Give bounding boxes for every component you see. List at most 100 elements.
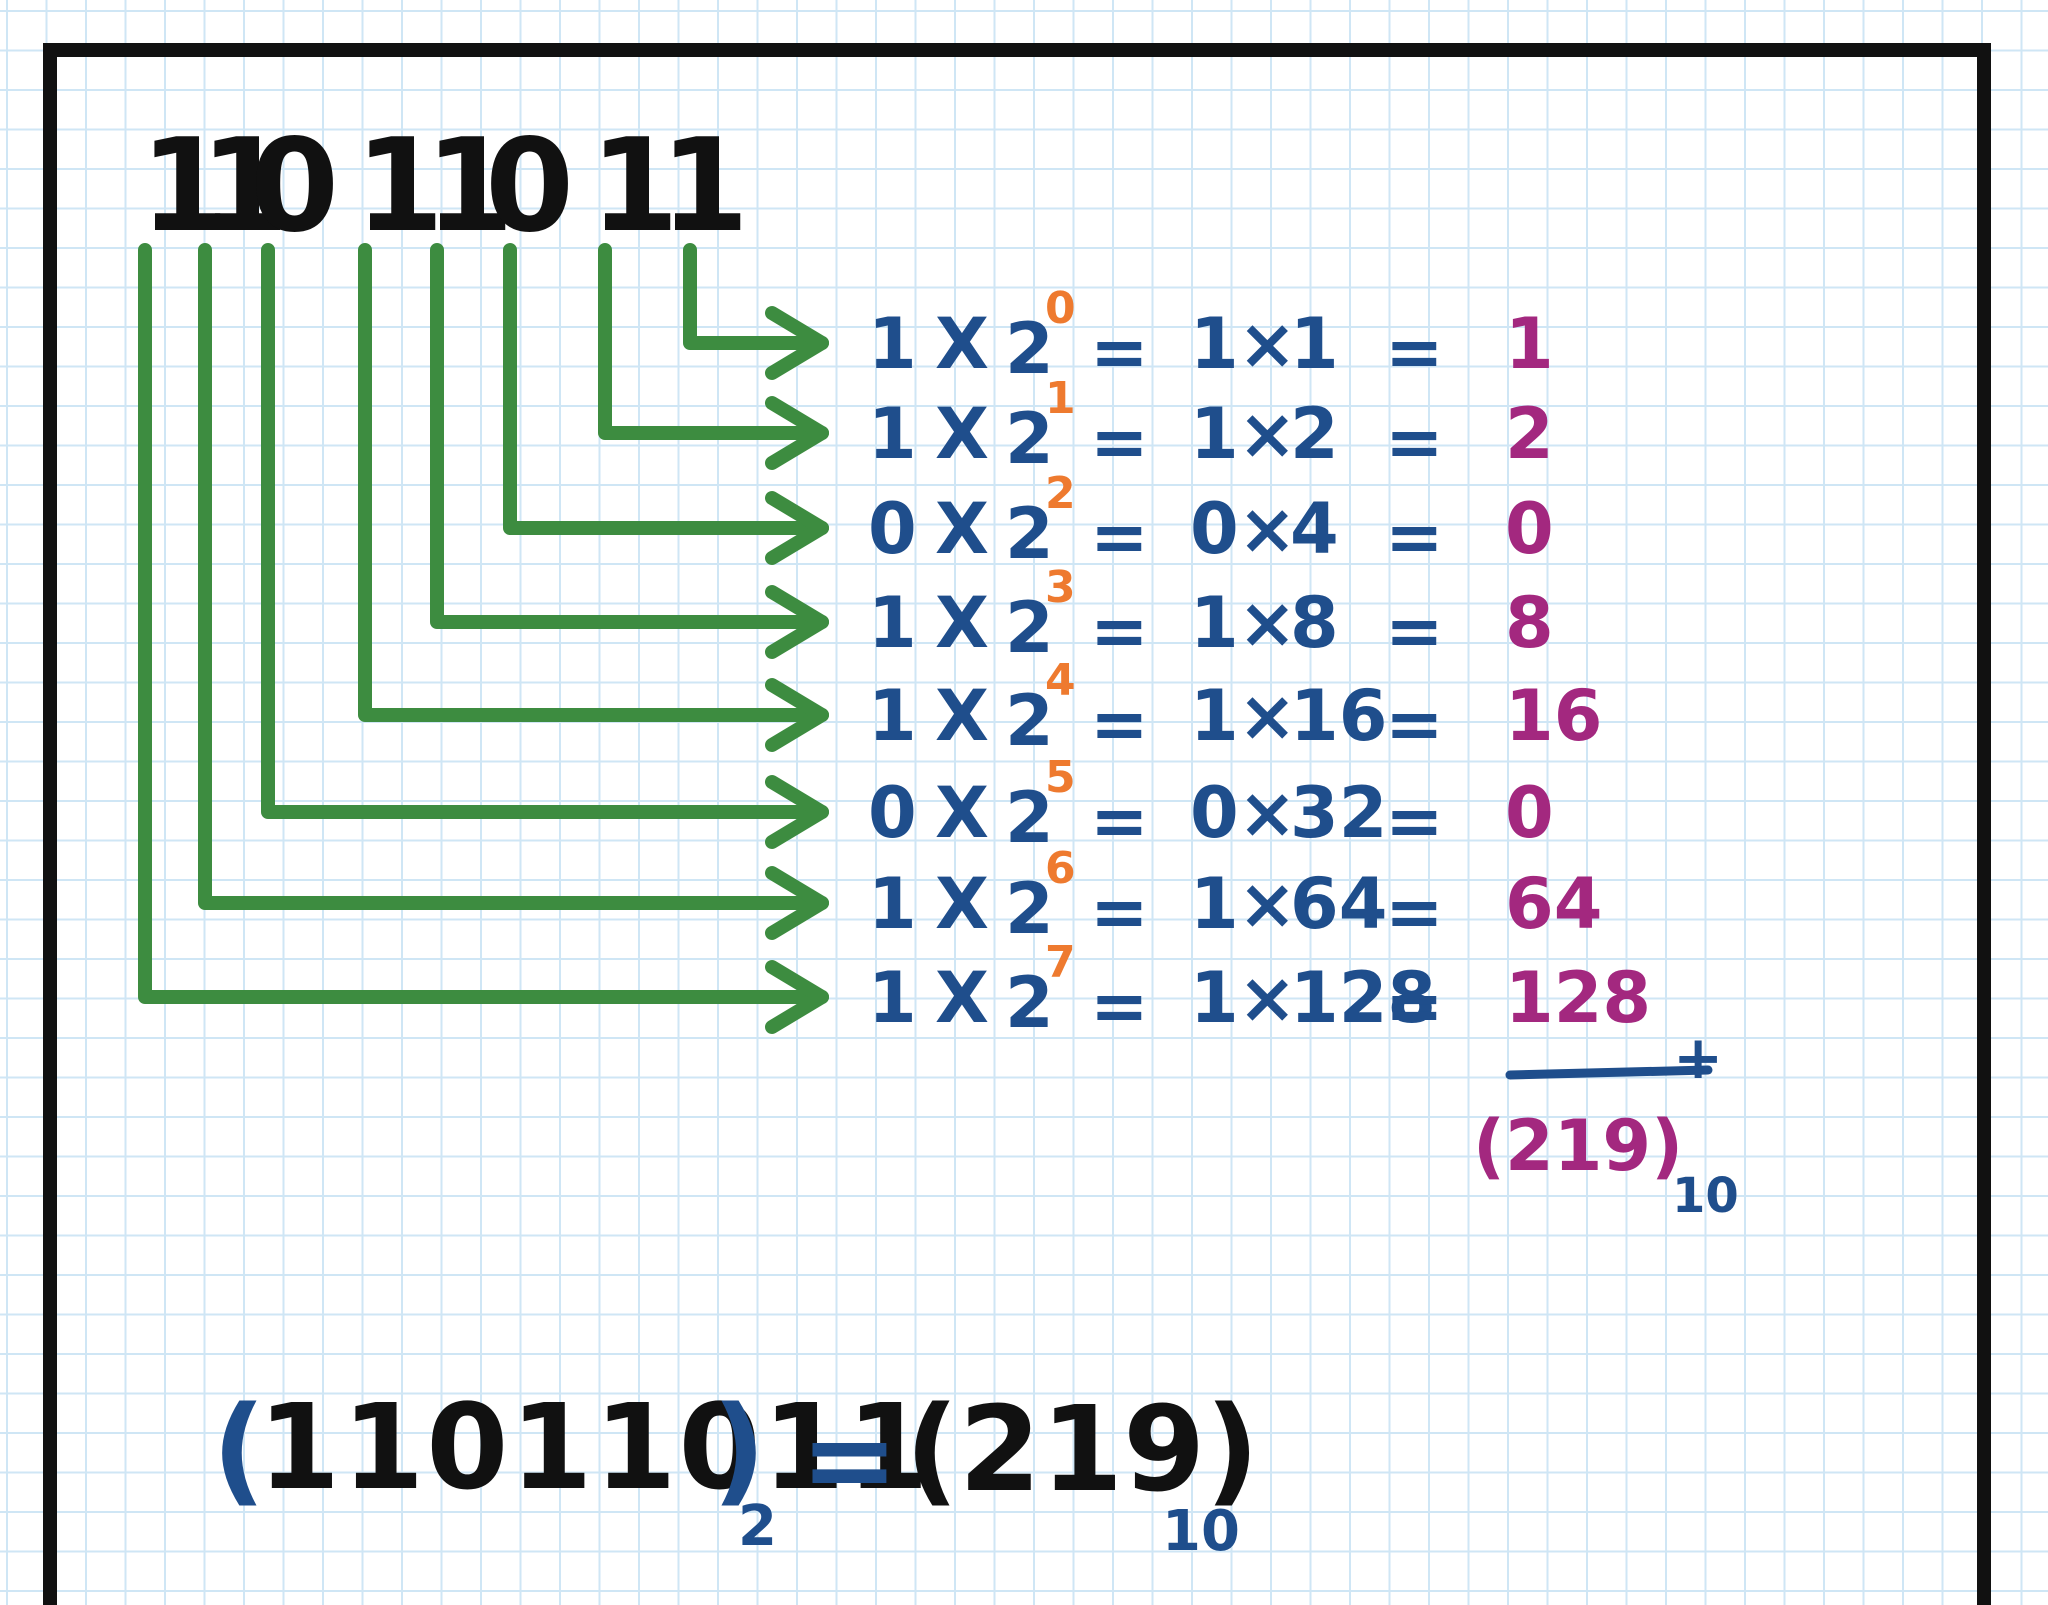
- binary-digit: 0: [250, 112, 342, 261]
- bit-arrow: [598, 243, 829, 440]
- bit-arrow: [683, 243, 829, 350]
- row-base: 2: [1005, 493, 1054, 575]
- row-power-value: 1: [1290, 303, 1339, 385]
- binary-digit: 1: [425, 112, 517, 261]
- row-exponent: 5: [1045, 752, 1076, 803]
- row-bit-again: 1: [1190, 303, 1239, 385]
- row-multiply: ×: [1238, 303, 1297, 385]
- row-bit-again: 0: [1190, 488, 1239, 570]
- row-result: 1: [1505, 303, 1554, 385]
- conclusion-close-paren: ): [712, 1380, 766, 1518]
- row-equals: =: [1090, 401, 1149, 483]
- row-base: 2: [1005, 962, 1054, 1044]
- binary-digit: 0: [485, 112, 577, 261]
- row-times: X: [935, 957, 989, 1039]
- row-equals: =: [1090, 780, 1149, 862]
- row-equals-2: =: [1385, 871, 1444, 953]
- arrowhead: [765, 678, 829, 752]
- row-base: 2: [1005, 680, 1054, 762]
- row-multiply: ×: [1238, 582, 1297, 664]
- row-multiply: ×: [1238, 863, 1297, 945]
- row-equals-2: =: [1385, 401, 1444, 483]
- conclusion-equals: =: [800, 1390, 899, 1528]
- row-times: X: [935, 488, 989, 570]
- conclusion: ( 11011011 ) 2 = (219) 10: [212, 1378, 1259, 1564]
- row-equals-2: =: [1385, 683, 1444, 765]
- row-times: X: [935, 675, 989, 757]
- arrowhead: [765, 306, 829, 380]
- row-bit-again: 1: [1190, 393, 1239, 475]
- sum-line: [1505, 1065, 1713, 1080]
- bit-arrow: [430, 243, 829, 629]
- binary-digit: 1: [590, 112, 682, 261]
- row-times: X: [935, 863, 989, 945]
- row-equals: =: [1090, 311, 1149, 393]
- arrowhead: [765, 396, 829, 470]
- row-equals: =: [1090, 590, 1149, 672]
- row-equals: =: [1090, 871, 1149, 953]
- row-multiply: ×: [1238, 393, 1297, 475]
- arrowhead: [765, 960, 829, 1034]
- binary-digit: 1: [355, 112, 447, 261]
- sum-total: (219): [1473, 1105, 1683, 1187]
- sum-block: + (219) 10: [1473, 1023, 1739, 1224]
- row-exponent: 6: [1045, 843, 1076, 894]
- row-base: 2: [1005, 777, 1054, 859]
- row-result: 8: [1505, 582, 1554, 664]
- row-times: X: [935, 582, 989, 664]
- conclusion-decimal: (219): [905, 1380, 1259, 1518]
- arrowhead: [765, 491, 829, 565]
- row-exponent: 3: [1045, 562, 1076, 613]
- row-times: X: [935, 772, 989, 854]
- row-base: 2: [1005, 587, 1054, 669]
- binary-digit: 1: [140, 112, 232, 261]
- row-result: 0: [1505, 772, 1554, 854]
- arrowhead: [765, 585, 829, 659]
- row-power-value: 8: [1290, 582, 1339, 664]
- row-equals: =: [1090, 683, 1149, 765]
- sum-plus: +: [1673, 1023, 1723, 1093]
- row-equals-2: =: [1385, 496, 1444, 578]
- bit-arrow: [198, 243, 829, 910]
- row-result: 0: [1505, 488, 1554, 570]
- row-power-value: 128: [1290, 957, 1436, 1039]
- row-equals-2: =: [1385, 590, 1444, 672]
- conclusion-open-paren: (: [212, 1380, 266, 1518]
- row-equals: =: [1090, 965, 1149, 1047]
- page-frame: [43, 43, 1991, 1605]
- row-equals-2: =: [1385, 965, 1444, 1047]
- row-exponent: 4: [1045, 655, 1076, 706]
- row-exponent: 2: [1045, 468, 1076, 519]
- row-multiply: ×: [1238, 675, 1297, 757]
- row-power-value: 32: [1290, 772, 1387, 854]
- row-bit: 1: [868, 393, 917, 475]
- row-equals-2: =: [1385, 780, 1444, 862]
- row-times: X: [935, 303, 989, 385]
- row-multiply: ×: [1238, 957, 1297, 1039]
- row-bit: 0: [868, 488, 917, 570]
- row-base: 2: [1005, 398, 1054, 480]
- row-power-value: 2: [1290, 393, 1339, 475]
- row-times: X: [935, 393, 989, 475]
- sum-total-base: 10: [1672, 1168, 1739, 1224]
- row-multiply: ×: [1238, 772, 1297, 854]
- bit-arrow: [138, 243, 829, 1004]
- row-exponent: 7: [1045, 937, 1076, 988]
- row-bit: 0: [868, 772, 917, 854]
- row-bit: 1: [868, 303, 917, 385]
- row-exponent: 0: [1045, 283, 1076, 334]
- row-bit-again: 1: [1190, 675, 1239, 757]
- row-bit: 1: [868, 957, 917, 1039]
- conclusion-decimal-base: 10: [1162, 1499, 1240, 1564]
- row-power-value: 16: [1290, 675, 1387, 757]
